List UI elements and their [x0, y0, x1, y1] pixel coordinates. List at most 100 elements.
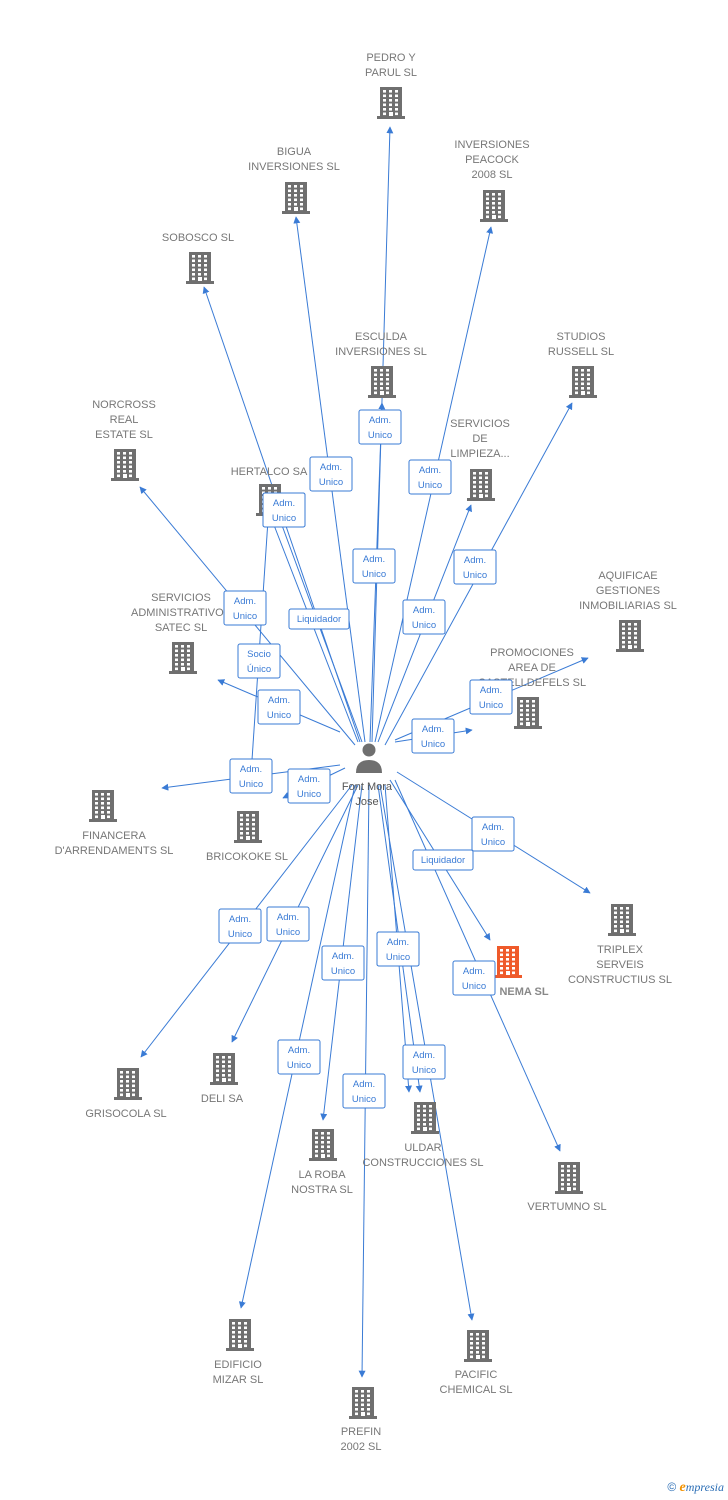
relation-label-text: Unico	[368, 430, 392, 441]
relation-label-text: Adm.	[480, 685, 502, 696]
company-label: INVERSIONES	[454, 139, 529, 151]
relation-label-aquificae[interactable]: Adm.Unico	[469, 679, 513, 715]
relation-label-text: Adm.	[298, 774, 320, 785]
relation-label-text: Unico	[267, 710, 291, 721]
relation-label-bricokoke[interactable]: Adm. Unico	[287, 768, 331, 804]
company-label: PEDRO Y	[366, 52, 416, 64]
relation-label-hertalco[interactable]: Adm. Unico	[262, 492, 306, 528]
relation-label-studios[interactable]: Adm.Unico	[453, 549, 497, 585]
relation-label-text: Unico	[412, 620, 436, 631]
company-label: ESTATE SL	[95, 429, 153, 441]
relation-label-text: Adm.	[482, 822, 504, 833]
relation-label-pedro[interactable]: Adm.Unico	[358, 409, 402, 445]
company-label: SERVEIS	[596, 959, 644, 971]
relation-label-text: Unico	[331, 966, 355, 977]
relation-label-vertumno[interactable]: Adm.Unico	[452, 960, 496, 996]
relation-label-grisocola[interactable]: Adm.Unico	[218, 908, 262, 944]
company-label: PREFIN	[341, 1426, 381, 1438]
building-icon	[608, 904, 636, 936]
relation-label-text: Unico	[233, 611, 257, 622]
relation-label-text: Unico	[319, 477, 343, 488]
company-label: LA ROBA	[298, 1169, 346, 1181]
company-node-esculda[interactable]: ESCULDA INVERSIONES SL	[335, 331, 427, 398]
relation-label-norcross[interactable]: Adm.Unico	[223, 590, 267, 626]
relation-label-satec[interactable]: Adm.Unico	[257, 689, 301, 725]
relation-label-triplex[interactable]: Adm.Unico	[471, 816, 515, 852]
company-label: DELI SA	[201, 1093, 244, 1105]
company-node-prefin[interactable]: PREFIN 2002 SL	[341, 1387, 382, 1453]
relation-label-text: Unico	[412, 1065, 436, 1076]
company-label: VERTUMNO SL	[527, 1201, 606, 1213]
relation-label-text: Unico	[239, 779, 263, 790]
relation-label-prefin[interactable]: Adm.Unico	[342, 1073, 386, 1109]
copyright-notice: © empresia	[667, 1480, 724, 1496]
relation-label-text: Socio	[247, 649, 271, 660]
company-label: INVERSIONES SL	[335, 346, 427, 358]
relation-label-uldar[interactable]: Adm.Unico	[376, 931, 420, 967]
company-node-deli[interactable]: DELI SA	[201, 1053, 244, 1105]
company-node-vertumno[interactable]: VERTUMNO SL	[527, 1162, 607, 1213]
relation-label-peacock[interactable]: Adm.Unico	[408, 459, 452, 495]
company-node-nema[interactable]: NEMA SL	[494, 946, 549, 998]
relation-label-deli[interactable]: Adm.Unico	[266, 906, 310, 942]
company-label: LIMPIEZA...	[450, 448, 509, 460]
relation-label-hertalco[interactable]: Liquidador	[288, 608, 350, 630]
company-label: DE	[472, 433, 487, 445]
relation-label-text: Adm.	[273, 498, 295, 509]
relation-label-text: Unico	[276, 927, 300, 938]
relation-label-laroba[interactable]: Adm.Unico	[321, 945, 365, 981]
relation-label-mizar[interactable]: Adm. Unico	[277, 1039, 321, 1075]
building-icon	[411, 1102, 439, 1134]
relation-label-text: Unico	[287, 1060, 311, 1071]
company-label: PROMOCIONES	[490, 647, 574, 659]
relation-label-text: Unico	[272, 513, 296, 524]
relation-edge-hertalco	[278, 519, 363, 743]
relation-label-bigua[interactable]: Adm.Unico	[309, 456, 353, 492]
empresia-logo[interactable]: empresia	[679, 1480, 724, 1495]
building-icon	[464, 1330, 492, 1362]
company-node-limpieza[interactable]: SERVICIOSDELIMPIEZA...	[450, 418, 510, 501]
relation-labels: Adm.UnicoAdm.UnicoAdm.UnicoAdm.UnicoAdm.…	[218, 409, 515, 1109]
relation-label-text: Adm.	[387, 937, 409, 948]
relation-label-text: Unico	[421, 739, 445, 750]
relation-edge-hertalco	[271, 519, 359, 743]
relation-label-nema[interactable]: Liquidador	[412, 849, 474, 871]
company-label: CONSTRUCCIONES SL	[362, 1157, 483, 1169]
relation-label-text: Liquidador	[421, 855, 465, 866]
relation-label-promociones[interactable]: Adm.Unico	[411, 718, 455, 754]
relation-label-text: Adm.	[363, 554, 385, 565]
company-node-bricokoke[interactable]: BRICOKOKE SL	[206, 811, 288, 863]
company-label: SOBOSCO SL	[162, 232, 234, 244]
relation-label-limpieza[interactable]: Adm. Unico	[402, 599, 446, 635]
relation-label-text: Unico	[297, 789, 321, 800]
relation-label-text: Adm.	[413, 605, 435, 616]
building-icon	[569, 366, 597, 398]
relation-label-esculda[interactable]: Adm.Unico	[352, 548, 396, 584]
relation-label-text: Adm.	[288, 1045, 310, 1056]
company-label: ESCULDA	[355, 331, 408, 343]
company-label: SERVICIOS	[151, 592, 211, 604]
company-node-grisocola[interactable]: GRISOCOLA SL	[85, 1068, 167, 1120]
relation-label-financera[interactable]: Adm.Unico	[229, 758, 273, 794]
building-icon	[377, 87, 405, 119]
relation-label-pacific[interactable]: Adm.Unico	[402, 1044, 446, 1080]
company-label: INMOBILIARIAS SL	[579, 600, 677, 612]
company-label: GRISOCOLA SL	[85, 1108, 166, 1120]
company-label: 2002 SL	[341, 1441, 382, 1453]
company-node-sobosco[interactable]: SOBOSCO SL	[162, 232, 234, 284]
